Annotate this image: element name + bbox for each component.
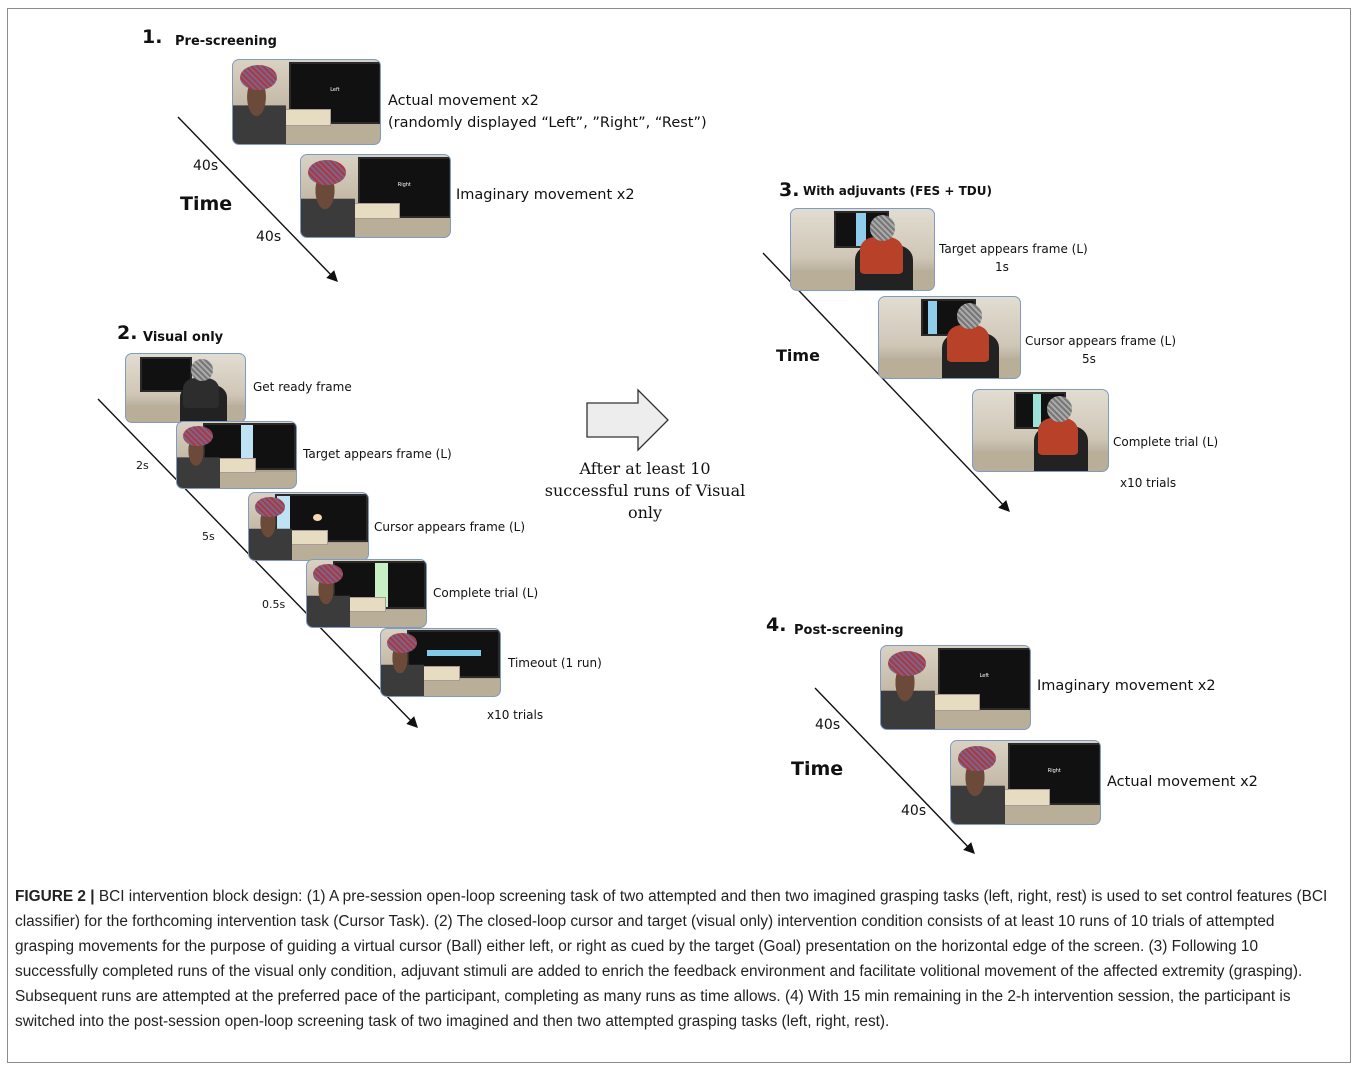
- photo-actual-movement: Left: [232, 59, 381, 145]
- photo-cursor-appears: [248, 492, 369, 561]
- tick-label: 5s: [202, 530, 215, 543]
- section-2-number: 2.: [117, 322, 138, 344]
- frame-label: Complete trial (L): [1113, 435, 1219, 449]
- timeline-arrow-4: [814, 687, 975, 855]
- tick-label: 40s: [901, 803, 927, 819]
- caption-text: BCI intervention block design: (1) A pre…: [15, 888, 1328, 1030]
- time-axis-label: Time: [180, 193, 233, 215]
- tick-label: 40s: [193, 158, 219, 174]
- photo-complete-trial: [306, 559, 427, 628]
- screen-text: Left: [330, 87, 340, 94]
- section-4-number: 4.: [766, 614, 787, 636]
- frame-label: Timeout (1 run): [508, 656, 602, 670]
- caption-label: FIGURE 2 |: [15, 888, 95, 905]
- section-3-title: With adjuvants (FES + TDU): [803, 184, 992, 198]
- frame-duration: 1s: [995, 260, 1009, 274]
- frame-label: Actual movement x2: [388, 93, 539, 109]
- time-axis-label: Time: [791, 758, 844, 780]
- figure-panel: [7, 8, 1351, 1063]
- repeat-label: x10 trials: [487, 708, 544, 722]
- frame-label: Imaginary movement x2: [456, 187, 635, 203]
- timeline-arrow-2: [97, 398, 418, 729]
- section-2-title: Visual only: [143, 330, 224, 345]
- frame-label: Target appears frame (L): [939, 242, 1088, 256]
- transition-note-line: only: [627, 503, 663, 522]
- photo-post-actual: Right: [950, 740, 1101, 825]
- frame-label: Imaginary movement x2: [1037, 678, 1216, 694]
- photo-adjuvant-target-appears: [790, 208, 935, 291]
- photo-post-imaginary: Left: [880, 645, 1031, 730]
- screen-text: Left: [979, 672, 990, 679]
- timeline-arrow-3: [762, 252, 1010, 513]
- photo-adjuvant-complete-trial: [972, 389, 1109, 472]
- tick-label: 2s: [136, 459, 149, 472]
- frame-label: Cursor appears frame (L): [374, 520, 526, 534]
- tick-label: 40s: [256, 229, 282, 245]
- time-axis-label: Time: [776, 346, 820, 365]
- frame-label: Actual movement x2: [1107, 774, 1258, 790]
- section-4-title: Post-screening: [794, 623, 904, 638]
- photo-timeout: [380, 628, 501, 697]
- photo-get-ready: [125, 353, 246, 423]
- transition-arrow: [586, 388, 669, 452]
- screen-text: Right: [1047, 767, 1061, 774]
- section-1-number: 1.: [142, 26, 163, 48]
- frame-duration: 5s: [1082, 352, 1096, 366]
- transition-note-line: After at least 10: [579, 459, 711, 478]
- frame-label: Target appears frame (L): [303, 447, 452, 461]
- section-1-title: Pre-screening: [175, 34, 277, 49]
- timeline-arrow-1: [177, 116, 338, 283]
- repeat-label: x10 trials: [1120, 476, 1177, 490]
- transition-note: After at least 10 successful runs of Vis…: [540, 458, 750, 524]
- frame-label: Complete trial (L): [433, 586, 539, 600]
- tick-label: 0.5s: [262, 598, 286, 611]
- transition-note-line: successful runs of Visual: [544, 481, 746, 500]
- section-3-number: 3.: [779, 179, 800, 201]
- frame-label-note: (randomly displayed “Left”, ”Right”, “Re…: [388, 115, 707, 131]
- figure-caption: FIGURE 2 | BCI intervention block design…: [15, 884, 1333, 1034]
- photo-adjuvant-cursor-appears: [878, 296, 1021, 379]
- frame-label: Cursor appears frame (L): [1025, 334, 1177, 348]
- photo-imaginary-movement: Right: [300, 154, 451, 238]
- photo-target-appears: [176, 421, 297, 489]
- frame-label: Get ready frame: [253, 380, 352, 394]
- tick-label: 40s: [815, 717, 841, 733]
- screen-text: Right: [397, 181, 411, 188]
